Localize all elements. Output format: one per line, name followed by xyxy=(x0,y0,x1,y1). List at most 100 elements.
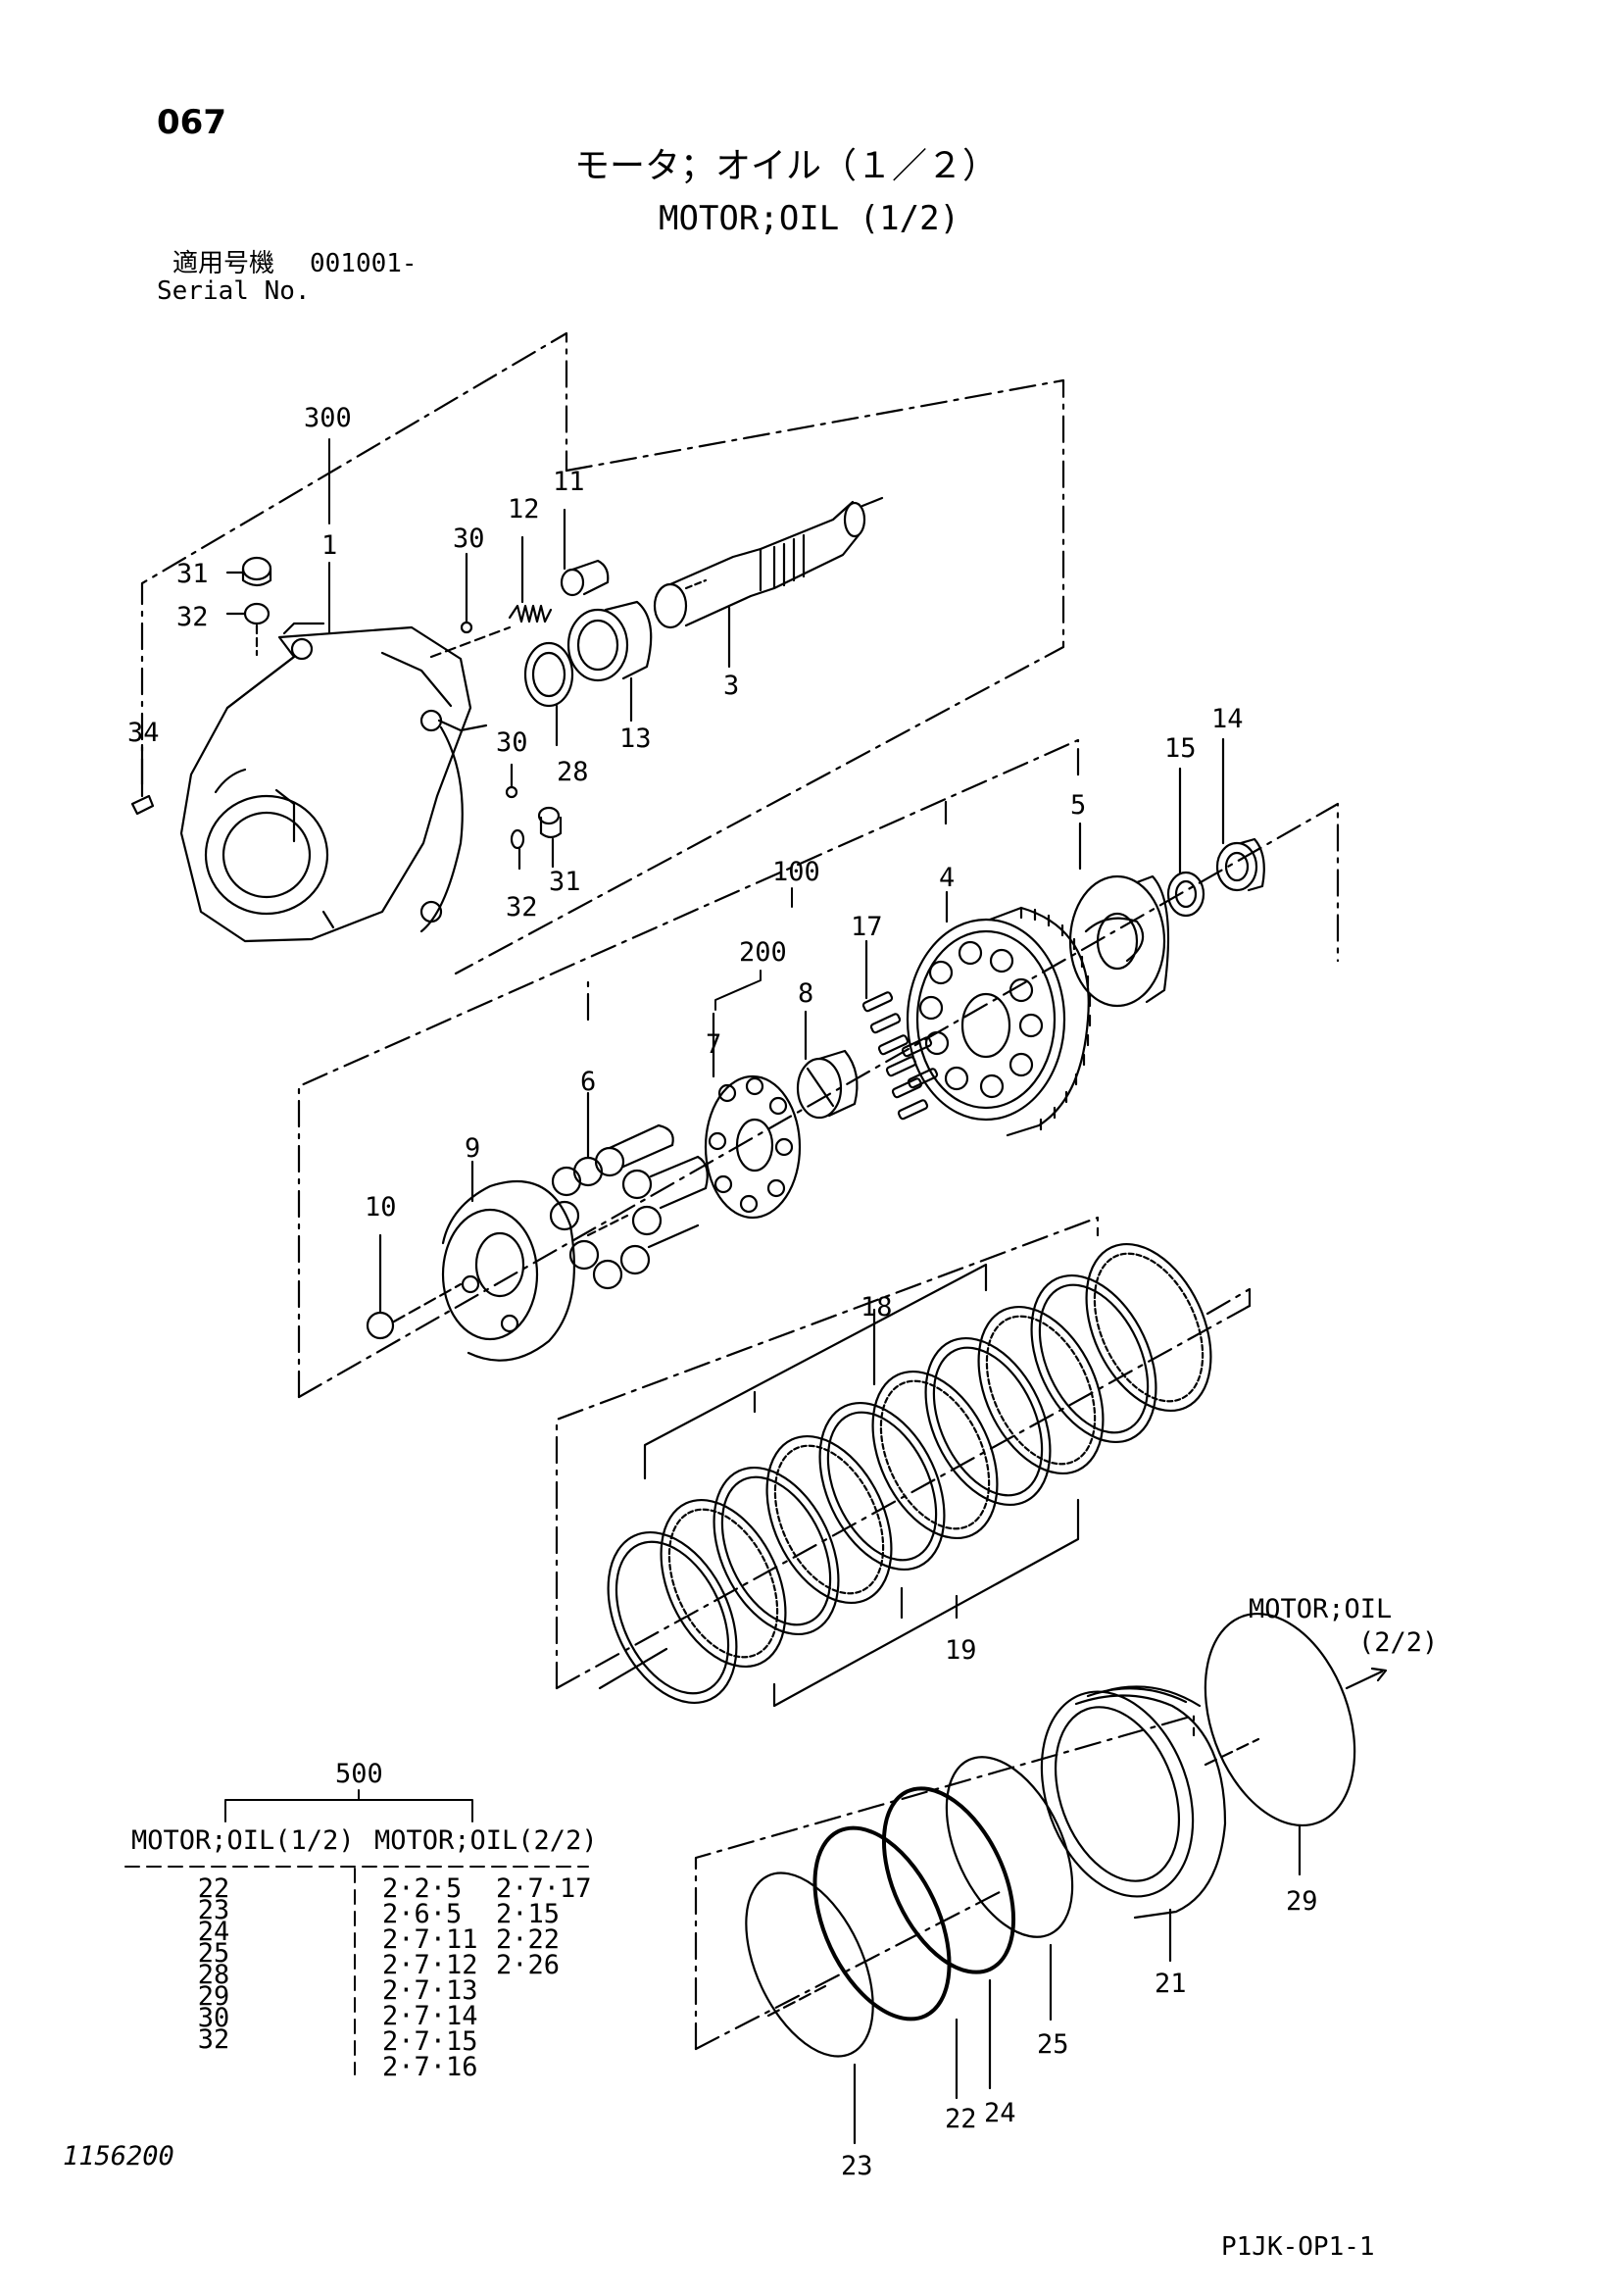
callout-31-lower: 31 xyxy=(549,867,581,897)
callout-200: 200 xyxy=(739,937,787,968)
kit-col1-item: 22 xyxy=(198,1873,230,1904)
kit-col2a-item: 2·2·5 xyxy=(382,1873,462,1904)
page-number: 067 xyxy=(157,103,226,142)
part-18-part-19-plates xyxy=(598,1242,1212,1708)
kit-number: 500 xyxy=(335,1759,383,1789)
kit-col1-item: 29 xyxy=(198,1981,230,2012)
part-6-pistons xyxy=(549,1091,709,1290)
callout-32-lower: 32 xyxy=(506,892,538,923)
page-title-en: MOTOR;OIL (1/2) xyxy=(659,199,960,238)
continuation-label-line2: (2/2) xyxy=(1358,1627,1438,1658)
callout-8: 8 xyxy=(798,978,813,1009)
part-5-swash-plate xyxy=(1068,822,1170,1008)
callout-1: 1 xyxy=(321,530,337,561)
callout-25: 25 xyxy=(1037,2029,1069,2060)
part-21-brake-piston xyxy=(1040,1685,1227,1963)
seals-outline xyxy=(694,1714,1196,2051)
page-code: P1JK-OP1-1 xyxy=(1221,2232,1375,2262)
callout-18: 18 xyxy=(861,1292,893,1323)
part-10-ball xyxy=(366,1233,463,1340)
callout-11: 11 xyxy=(553,467,585,497)
kit-col2a-item: 2·7·15 xyxy=(382,2026,478,2057)
callout-30-upper: 30 xyxy=(453,524,485,554)
kit-500-table xyxy=(124,1789,589,2075)
part-15-bearing xyxy=(1166,767,1205,918)
callout-29: 29 xyxy=(1286,1886,1318,1917)
part-13-bearing xyxy=(566,600,653,723)
kit-col1-item: 24 xyxy=(198,1917,230,1947)
part-22-seal-ring xyxy=(812,1825,959,2100)
part-34-plug xyxy=(130,743,155,816)
kit-col1-item: 28 xyxy=(198,1960,230,1990)
kit-col2b-item: 2·15 xyxy=(496,1899,560,1929)
part-17-springs xyxy=(861,939,939,1121)
page-title-jp: モータ；オイル（１／２） xyxy=(574,146,999,186)
serial-value: 001001- xyxy=(310,249,418,278)
callout-10: 10 xyxy=(365,1192,397,1223)
kit-col2-header: MOTOR;OIL(2/2) xyxy=(374,1825,598,1856)
callout-9: 9 xyxy=(465,1133,480,1164)
callout-30-lower: 30 xyxy=(496,727,528,758)
callout-12: 12 xyxy=(508,494,540,524)
continuation-label-line1: MOTOR;OIL xyxy=(1249,1594,1392,1624)
part-28-seal xyxy=(523,641,574,747)
drawing-number: 1156200 xyxy=(63,2141,174,2171)
callout-32-upper: 32 xyxy=(176,602,209,632)
upper-assembly-outline xyxy=(140,331,1065,975)
kit-col2a-item: 2·6·5 xyxy=(382,1899,462,1929)
part-14-bearing xyxy=(1215,737,1265,892)
callout-4: 4 xyxy=(939,863,955,893)
part-31-plug-upper xyxy=(225,556,272,587)
part-7-retainer-plate xyxy=(704,1012,802,1220)
kit-col2b-item: 2·7·17 xyxy=(496,1873,592,1904)
kit-col1-item: 32 xyxy=(198,2024,230,2055)
part-12-spring-part-30 xyxy=(429,535,553,659)
part-11-sleeve xyxy=(560,508,610,597)
kit-col2a-item: 2·7·13 xyxy=(382,1975,478,2006)
callout-6: 6 xyxy=(580,1067,596,1097)
part-29-oring xyxy=(1204,1612,1388,1876)
part-9-valve-plate xyxy=(441,1160,575,1362)
callout-17: 17 xyxy=(851,912,883,942)
part-24-seal-ring xyxy=(881,1786,1016,2090)
callout-5: 5 xyxy=(1070,790,1086,821)
kit-col2a-item: 2·7·11 xyxy=(382,1924,478,1955)
serial-label-en: Serial No. xyxy=(157,276,311,306)
callout-13: 13 xyxy=(619,724,652,754)
part-4-cylinder-block xyxy=(906,890,1092,1137)
kit-col1-item: 30 xyxy=(198,2003,230,2033)
callout-34: 34 xyxy=(127,718,160,748)
callout-31-upper: 31 xyxy=(176,559,209,589)
part-32-oring-upper xyxy=(225,602,270,657)
kit-col1-item: 25 xyxy=(198,1938,230,1969)
part-30-part-31-lower xyxy=(505,763,563,871)
kit-col2a-item: 2·7·16 xyxy=(382,2052,478,2082)
part-8-ball-guide xyxy=(796,1010,859,1120)
motor-housing xyxy=(179,622,488,943)
callout-3: 3 xyxy=(723,671,739,701)
kit-col2a-item: 2·7·14 xyxy=(382,2001,478,2031)
callout-24: 24 xyxy=(984,2098,1016,2128)
part-23-backup-ring xyxy=(745,1872,874,2145)
kit-col1-header: MOTOR;OIL(1/2) xyxy=(131,1825,355,1856)
callout-300: 300 xyxy=(304,403,352,433)
kit-col2b-item: 2·22 xyxy=(496,1924,560,1955)
callout-7: 7 xyxy=(706,1029,721,1060)
callout-23: 23 xyxy=(841,2151,873,2181)
kit-col2b-item: 2·26 xyxy=(496,1950,560,1980)
callout-19: 19 xyxy=(945,1635,977,1666)
serial-label-jp: 適用号機 xyxy=(172,249,275,278)
part-3-shaft xyxy=(653,496,884,669)
callout-21: 21 xyxy=(1155,1969,1187,1999)
kit-col2a-item: 2·7·12 xyxy=(382,1950,478,1980)
kit-col1-item: 23 xyxy=(198,1895,230,1925)
plates-outline xyxy=(555,1216,1252,1690)
callout-22: 22 xyxy=(945,2104,977,2134)
callout-28: 28 xyxy=(557,757,589,787)
callout-100: 100 xyxy=(772,857,820,887)
part-25-backup-ring xyxy=(945,1756,1074,2021)
callout-15: 15 xyxy=(1164,733,1197,764)
rotary-group-outline xyxy=(297,738,1340,1399)
